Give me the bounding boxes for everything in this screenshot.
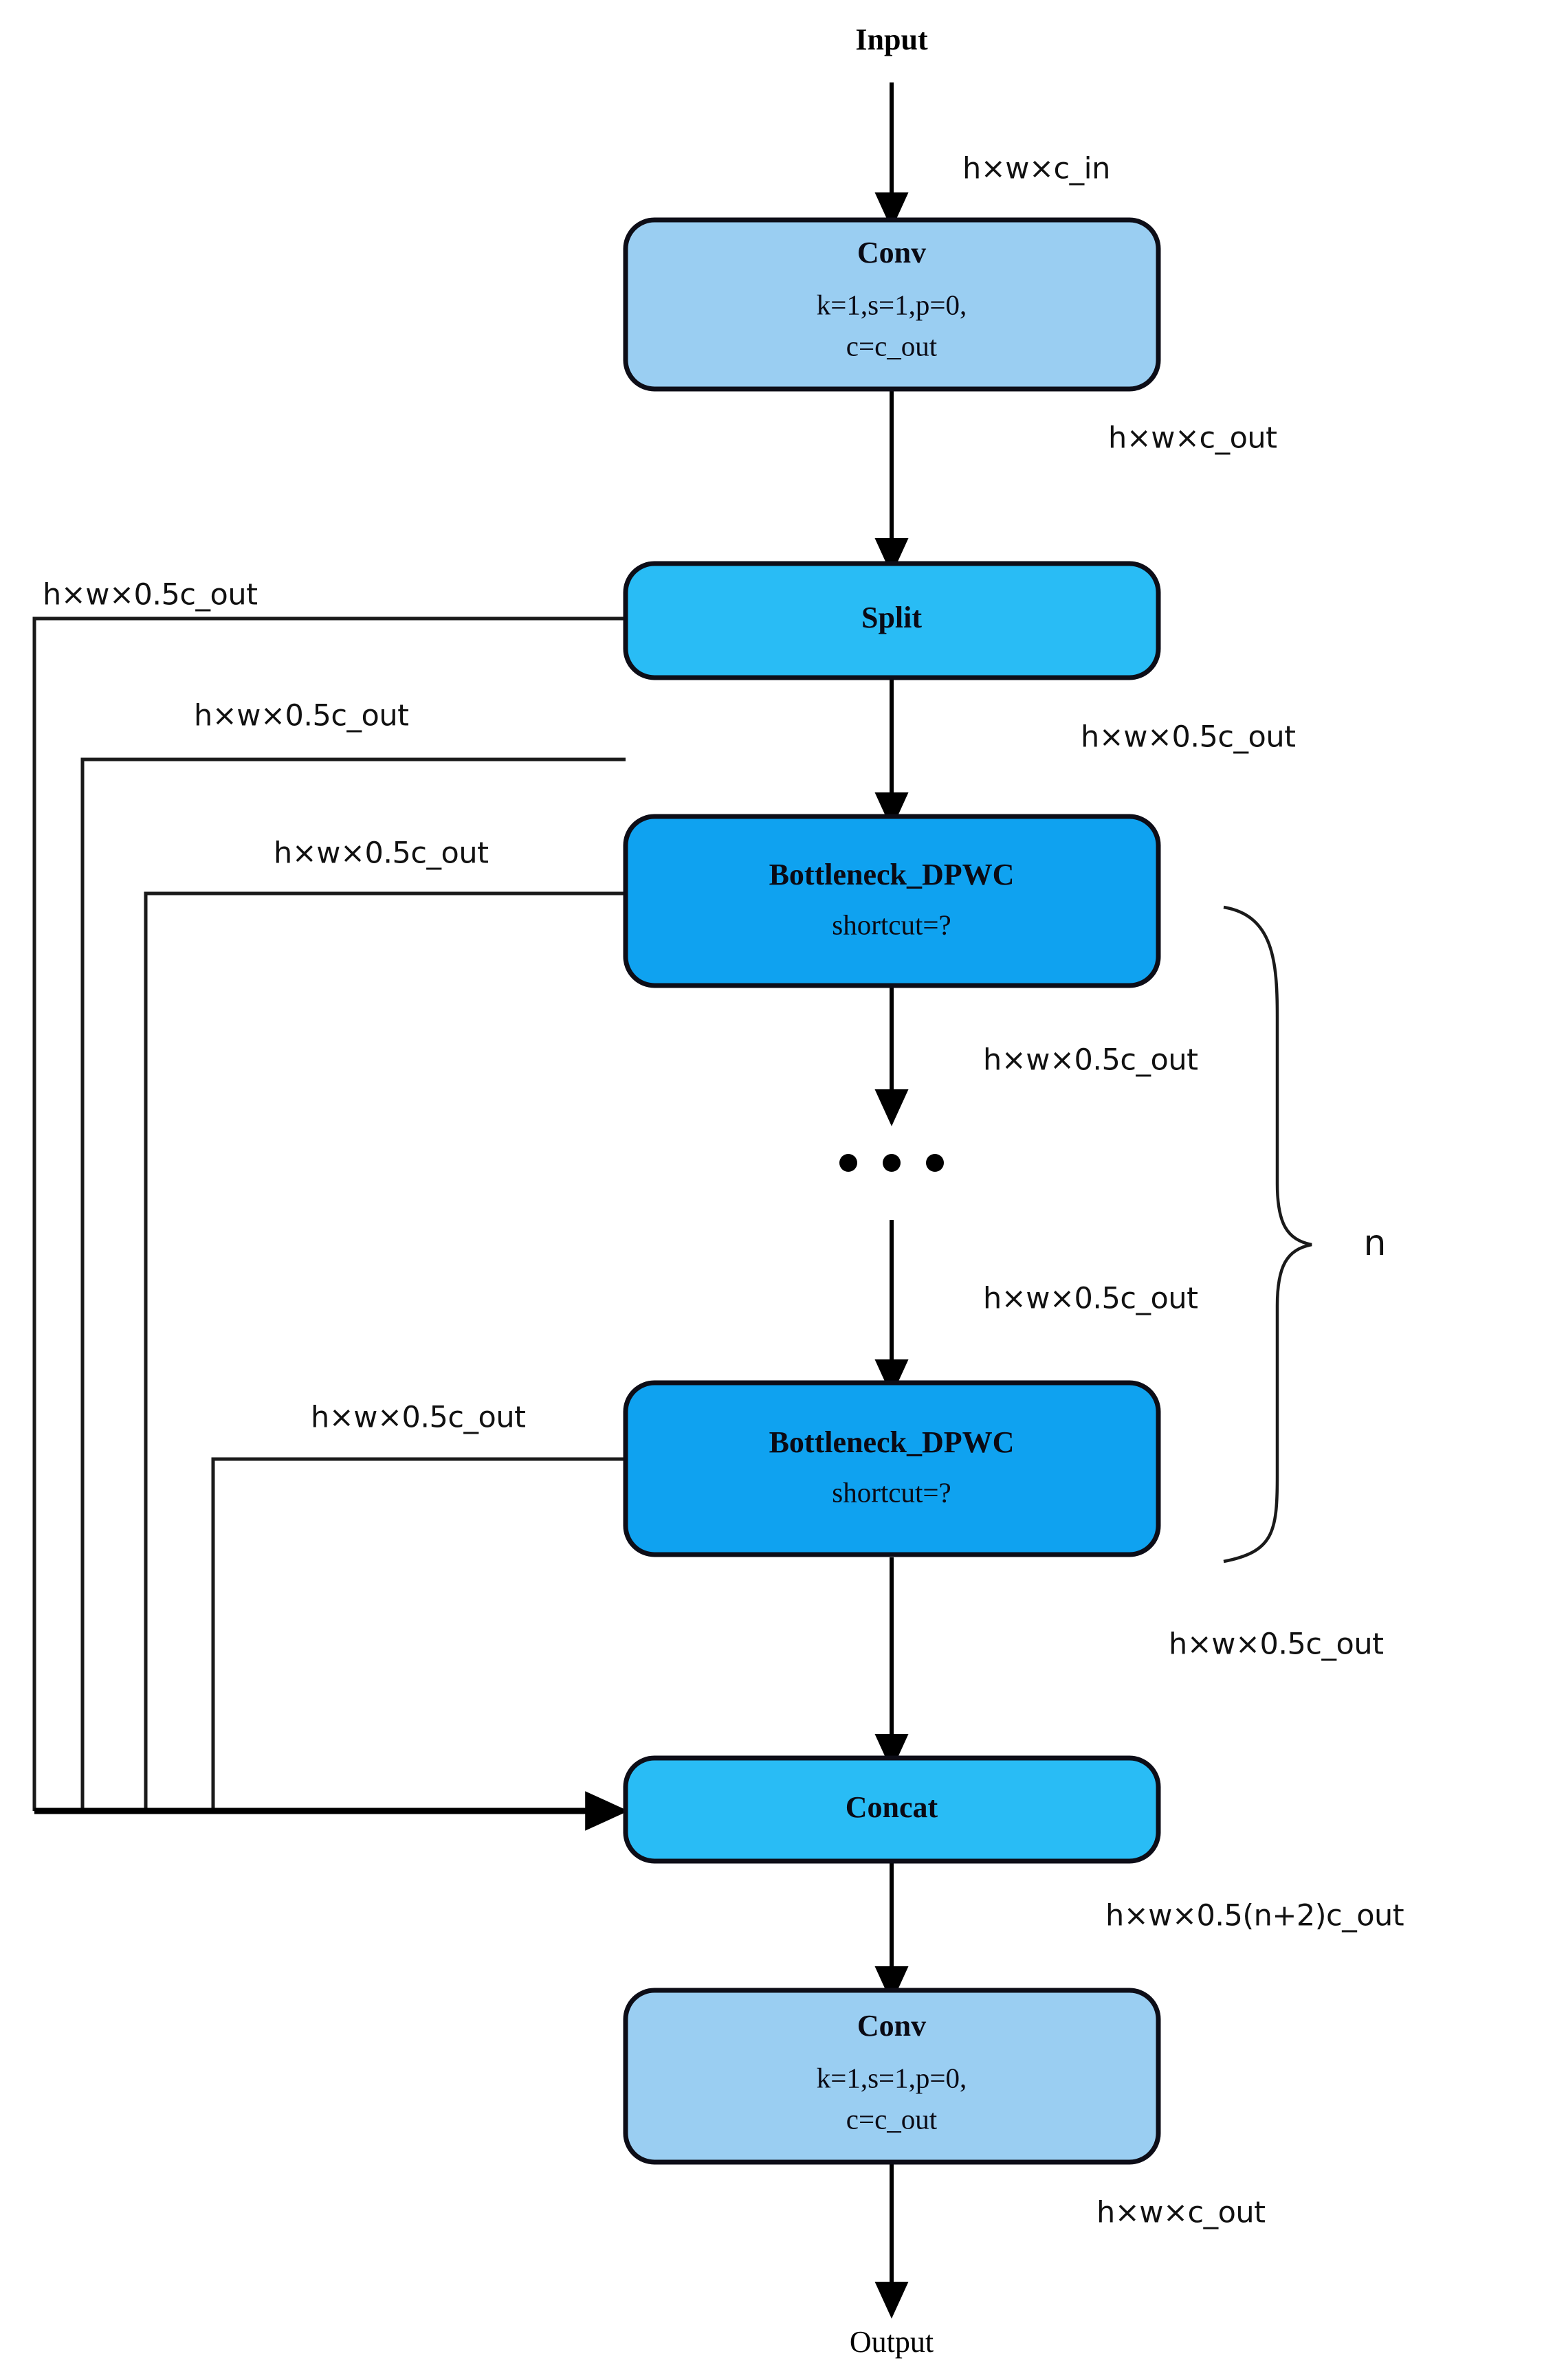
node-conv-bottom[interactable]	[623, 1988, 1161, 2165]
node-conv-top-sub2: c=c_out	[846, 330, 938, 362]
repeat-brace	[1223, 905, 1312, 1564]
node-concat[interactable]	[623, 1755, 1161, 1864]
node-bottleneck-last[interactable]	[623, 1380, 1161, 1557]
tensor-label-split-skip-left: h×w×0.5c_out	[43, 578, 257, 612]
node-conv-bottom-title: Conv	[857, 2009, 926, 2043]
input-label: Input	[855, 23, 928, 56]
tensor-label-split-branch-left: h×w×0.5c_out	[194, 699, 408, 733]
tensor-label-bottleneck1-down: h×w×0.5c_out	[983, 1043, 1198, 1078]
skip-connection-bottleneck-first	[144, 891, 626, 1811]
node-conv-top-sub1: k=1,s=1,p=0,	[817, 289, 967, 320]
tensor-label-concat-to-conv: h×w×0.5(n+2)c_out	[1105, 1899, 1404, 1933]
tensor-label-ellipsis-down: h×w×0.5c_out	[983, 1282, 1198, 1316]
tensor-label-bottleneck-last-down: h×w×0.5c_out	[1169, 1627, 1383, 1662]
tensor-label-input-to-conv: h×w×c_in	[962, 152, 1110, 186]
node-bottleneck-last-sub: shortcut=?	[832, 1476, 951, 1508]
node-conv-top-title: Conv	[857, 236, 926, 269]
tensor-label-bottleneck1-skip-left: h×w×0.5c_out	[274, 836, 488, 871]
skip-connection-bottleneck-last	[211, 1457, 626, 1811]
node-bottleneck-last-title: Bottleneck_DPWC	[769, 1425, 1015, 1459]
node-split[interactable]	[623, 561, 1161, 680]
repeat-count-label: n	[1364, 1223, 1387, 1264]
tensor-label-conv-to-output: h×w×c_out	[1096, 2196, 1266, 2230]
node-split-title: Split	[861, 601, 922, 634]
output-label: Output	[850, 2325, 934, 2359]
tensor-label-conv-to-split: h×w×c_out	[1108, 421, 1277, 456]
tensor-label-bottleneck-last-skip-left: h×w×0.5c_out	[311, 1401, 525, 1435]
repeat-ellipsis	[839, 1154, 944, 1172]
tensor-label-split-to-bottleneck: h×w×0.5c_out	[1081, 720, 1295, 755]
skip-connection-split	[32, 616, 626, 1811]
node-bottleneck-first-title: Bottleneck_DPWC	[769, 858, 1015, 891]
node-conv-bottom-sub2: c=c_out	[846, 2103, 938, 2135]
node-conv-bottom-sub1: k=1,s=1,p=0,	[817, 2062, 967, 2093]
node-concat-title: Concat	[846, 1790, 938, 1824]
node-conv-top[interactable]	[623, 217, 1161, 392]
node-bottleneck-first-sub: shortcut=?	[832, 909, 951, 940]
node-bottleneck-first[interactable]	[623, 814, 1161, 988]
skip-connection-split-branch	[80, 757, 626, 1811]
